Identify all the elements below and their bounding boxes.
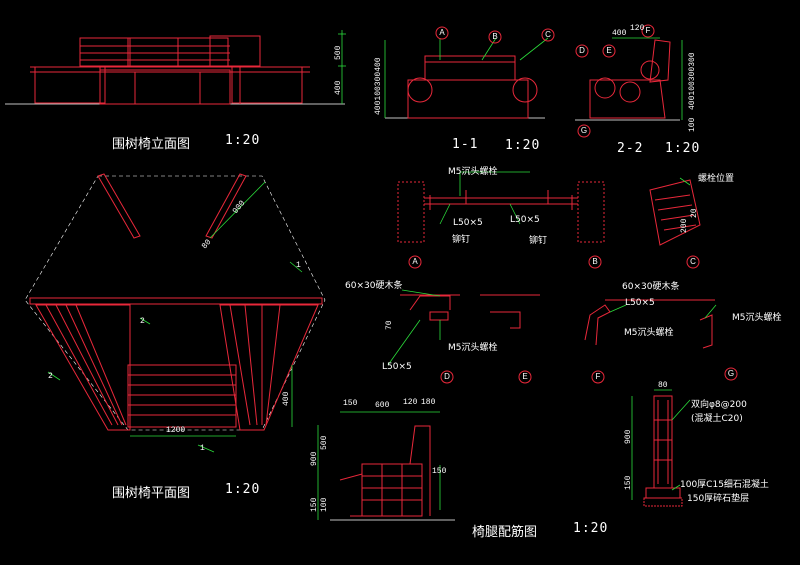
elevation-dims	[338, 30, 346, 104]
section-2-2-dims	[612, 37, 683, 120]
callout-d-top: D	[579, 46, 585, 55]
callout-f-top: F	[645, 26, 651, 35]
dim-leg-150-side: 150	[432, 467, 447, 476]
section-2-2-scale: 1:20	[665, 141, 701, 156]
rebar-detail	[643, 395, 683, 507]
dim-leg-150b: 150	[310, 497, 319, 512]
dim-leg-500: 500	[320, 435, 329, 450]
detail-abc	[397, 179, 701, 246]
ann-angle-f: L50×5	[625, 298, 655, 308]
ann-rebar: 双向φ8@200	[691, 400, 747, 410]
dim-s22-vertical: 400100300300	[688, 52, 697, 110]
detail-def	[400, 294, 715, 349]
dim-leg-150: 150	[343, 399, 358, 408]
dim-rebar-150: 150	[624, 475, 633, 490]
dim-rebar-900: 900	[624, 429, 633, 444]
ann-bolt-position: 螺栓位置	[698, 174, 735, 184]
ann-angle-a: L50×5	[453, 218, 483, 228]
callout-g: G	[727, 369, 735, 378]
dim-detail-c-200: 200	[680, 218, 689, 233]
ann-gravel: 150厚碎石垫层	[687, 494, 750, 504]
dim-s11: 400100300400	[374, 57, 383, 115]
section-2-2	[575, 39, 680, 121]
callout-d: D	[444, 372, 450, 381]
detail-abc-leaders	[439, 171, 691, 225]
callout-g-top: G	[580, 126, 588, 135]
callout-e-top: E	[606, 46, 612, 55]
dim-elev-400: 400	[334, 80, 343, 95]
elevation-title: 围树椅立面图	[112, 137, 191, 152]
ann-c15: 100厚C15细石混凝土	[680, 480, 769, 490]
leg-dims	[317, 411, 441, 520]
dim-s22-400: 400	[612, 29, 627, 38]
dim-leg-120: 120	[403, 398, 418, 407]
ann-m5-bolt-d: M5沉头螺栓	[448, 343, 498, 353]
ann-hardwood-f: 60×30硬木条	[622, 282, 680, 292]
dim-plan-mark-2a: 2	[140, 317, 145, 326]
callout-e: E	[522, 372, 528, 381]
dim-leg-100: 100	[320, 497, 329, 512]
leg-rebar-scale: 1:20	[573, 521, 609, 536]
ann-rivet-b: 铆钉	[529, 236, 548, 246]
dim-plan-1200: 1200	[166, 426, 186, 435]
rebar-dims	[631, 389, 691, 500]
elevation-scale: 1:20	[225, 133, 261, 148]
ann-concrete: (混凝土C20)	[691, 414, 743, 424]
dim-plan-mark-1a: 1	[296, 261, 301, 270]
dim-s22-120: 120	[630, 24, 645, 33]
dim-s22-100: 100	[688, 117, 697, 132]
dim-plan-mark-2b: 2	[48, 372, 53, 381]
section-1-1-scale: 1:20	[505, 138, 541, 153]
dim-rebar-80: 80	[658, 381, 668, 390]
dim-elev-500: 500	[334, 45, 343, 60]
ann-angle-d: L50×5	[382, 362, 412, 372]
section-1-1-title: 1-1	[452, 137, 479, 152]
callout-a: A	[412, 257, 418, 266]
dim-leg-180: 180	[421, 398, 436, 407]
detail-def-leaders	[387, 289, 717, 366]
ann-rivet-a: 铆钉	[452, 235, 471, 245]
callout-b: B	[592, 257, 598, 266]
plan-view	[24, 173, 326, 431]
ann-m5-bolt-abc: M5沉头螺栓	[448, 167, 498, 177]
dim-leg-900: 900	[310, 451, 319, 466]
plan-dims	[47, 181, 303, 453]
callout-b-top: B	[492, 32, 498, 41]
callout-circles	[408, 24, 738, 384]
callout-c: C	[690, 257, 696, 266]
leg-rebar-title: 椅腿配筋图	[472, 525, 538, 540]
ann-angle-b: L50×5	[510, 215, 540, 225]
ann-hardwood-d: 60×30硬木条	[345, 281, 403, 291]
plan-scale: 1:20	[225, 482, 261, 497]
callout-f: F	[595, 372, 601, 381]
dim-detail-d-70: 70	[385, 320, 394, 330]
ann-m5-bolt-f2: M5沉头螺栓	[732, 313, 782, 323]
plan-title: 围树椅平面图	[112, 486, 191, 501]
ann-m5-bolt-f: M5沉头螺栓	[624, 328, 674, 338]
leg-section	[330, 425, 455, 521]
dim-plan-mark-1b: 1	[200, 444, 205, 453]
callout-a-top: A	[439, 28, 445, 37]
dim-plan-400: 400	[282, 391, 291, 406]
dim-detail-c-20: 20	[690, 208, 699, 218]
dim-leg-600: 600	[375, 401, 390, 410]
section-2-2-title: 2-2	[617, 141, 644, 156]
section-1-1	[385, 55, 545, 119]
section-1-1-callout-lines	[384, 37, 549, 118]
elevation-view	[5, 35, 345, 105]
callout-c-top: C	[545, 30, 551, 39]
